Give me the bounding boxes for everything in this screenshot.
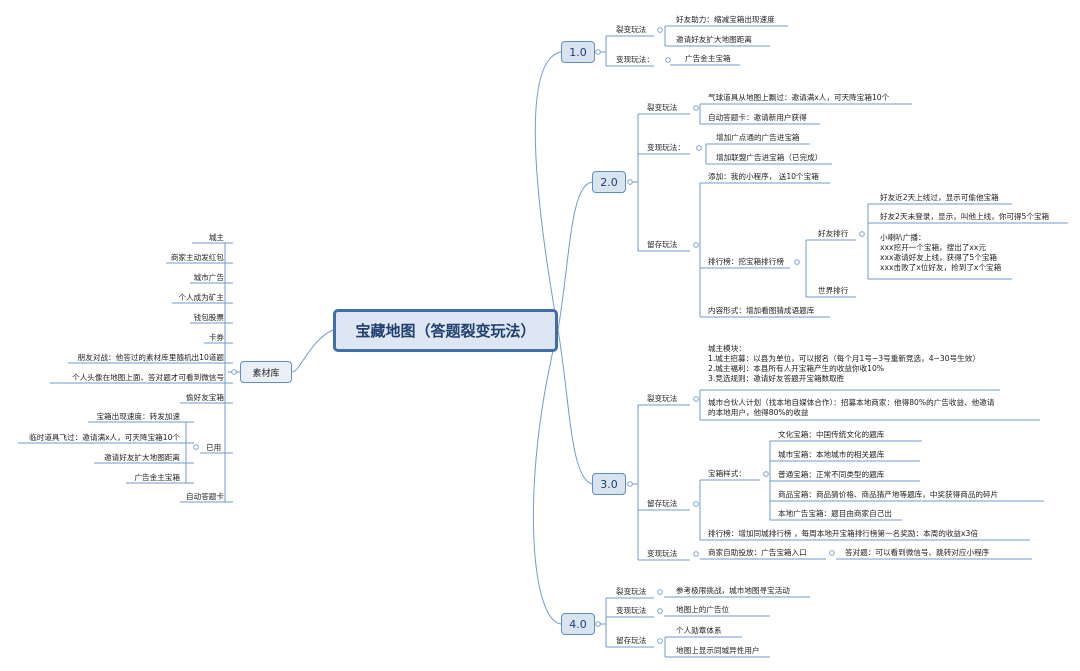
collapse-toggle-icon[interactable] — [829, 550, 835, 556]
branch-line-v4 — [532, 329, 562, 625]
collapse-toggle-icon[interactable] — [794, 259, 800, 265]
v3-box-style-item[interactable]: 本地广告宝箱：题目由商家自己出 — [778, 509, 892, 518]
v1-fission-item[interactable]: 好友助力：缩减宝箱出现速度 — [676, 15, 775, 24]
v3-box-style-item[interactable]: 城市宝箱：本地城市的相关题库 — [778, 450, 885, 459]
collapse-toggle-icon[interactable] — [231, 369, 237, 375]
collapse-toggle-icon[interactable] — [627, 481, 633, 487]
v2-monetize-label[interactable]: 变现玩法： — [647, 143, 685, 152]
collapse-toggle-icon[interactable] — [763, 471, 769, 477]
v2-monetize-item[interactable]: 增加联盟广告进宝箱（已完成） — [716, 153, 823, 162]
collapse-toggle-icon[interactable] — [693, 551, 699, 557]
collapse-toggle-icon[interactable] — [657, 27, 663, 33]
branch-line-v2 — [557, 181, 593, 331]
branch-line-v3 — [557, 329, 593, 485]
collapse-toggle-icon[interactable] — [193, 444, 199, 450]
v2-fission-item[interactable]: 自动答题卡：邀请新用户获得 — [708, 113, 807, 122]
v2-retain-label[interactable]: 留存玩法 — [647, 240, 678, 249]
v3-retain-label[interactable]: 留存玩法 — [647, 499, 678, 508]
v2-broadcast-item[interactable]: 小喇叭广播： xxx挖开一个宝箱，搜出了xx元 xxx邀请好友上线，获得了5个宝… — [880, 233, 1002, 272]
v4-retain-item[interactable]: 地图上显示同城异性用户 — [676, 646, 760, 655]
library-item[interactable]: 商家主动发红包 — [170, 253, 224, 262]
collapse-toggle-icon[interactable] — [657, 608, 663, 614]
collapse-toggle-icon[interactable] — [657, 638, 663, 644]
used-item[interactable]: 邀请好友扩大地图距离 — [104, 453, 180, 462]
collapse-toggle-icon[interactable] — [595, 49, 601, 55]
collapse-toggle-icon[interactable] — [693, 105, 699, 111]
collapse-toggle-icon[interactable] — [595, 621, 601, 627]
v3-fission-label[interactable]: 裂变玩法 — [647, 394, 678, 403]
v2-fission-item[interactable]: 气球道具从地图上飘过：邀请满x人，可天降宝箱10个 — [708, 93, 890, 102]
v4-fission-item[interactable]: 参考极限挑战，城市地图寻宝活动 — [676, 586, 790, 595]
root-node[interactable]: 宝藏地图（答题裂变玩法） — [333, 309, 558, 352]
used-item[interactable]: 宝箱出现速度：转发加速 — [96, 412, 180, 421]
used-item[interactable]: 临时道具飞过：邀请满x人，可天降宝箱10个 — [29, 433, 180, 442]
v3-city-lord-item[interactable]: 城主模块： 1.城主招募：以县为单位，可以报名（每个月1号~3号重新竞选，4~3… — [708, 344, 980, 383]
library-item[interactable]: 城主 — [208, 233, 224, 242]
v3-monetize-label[interactable]: 变现玩法 — [647, 549, 678, 558]
v4-retain-label[interactable]: 留存玩法 — [616, 636, 647, 645]
library-item[interactable]: 钱包股票 — [193, 313, 224, 322]
collapse-toggle-icon[interactable] — [693, 242, 699, 248]
collapse-toggle-icon[interactable] — [657, 589, 663, 595]
library-item[interactable]: 个人成为矿主 — [178, 293, 224, 302]
v3-monetize-sub[interactable]: 答对题：可以看到微信号、跳转对应小程序 — [845, 548, 990, 557]
library-item[interactable]: 城市广告 — [193, 273, 224, 282]
branch-line-library — [291, 329, 334, 373]
version-1-node[interactable]: 1.0 — [561, 41, 595, 63]
version-3-node[interactable]: 3.0 — [592, 473, 626, 495]
library-item[interactable]: 朋友对战：他答过的素材库里随机出10道题 — [77, 353, 224, 362]
v1-fission-label[interactable]: 裂变玩法 — [616, 25, 647, 34]
v1-monetize-label[interactable]: 变现玩法： — [616, 55, 654, 64]
v3-box-style-item[interactable]: 商品宝箱：商品猜价格、商品猜产地等题库，中奖获得商品的碎片 — [778, 490, 999, 499]
v2-rank-label[interactable]: 排行榜：挖宝箱排行榜 — [708, 257, 784, 266]
v3-rank-item[interactable]: 排行榜：增加同城排行榜 ，每周本地开宝箱排行榜第一名奖励：本周的收益x3倍 — [708, 529, 978, 538]
collapse-toggle-icon[interactable] — [696, 145, 702, 151]
v4-fission-label[interactable]: 裂变玩法 — [616, 587, 647, 596]
library-item[interactable]: 个人头像在地图上面、答对题才可看到微信号 — [72, 373, 224, 382]
v3-monetize-item[interactable]: 商家自助投放：广告宝箱入口 — [708, 548, 807, 557]
material-library-node[interactable]: 素材库 — [240, 361, 292, 383]
v2-monetize-item[interactable]: 增加广点通的广告进宝箱 — [716, 133, 800, 142]
collapse-toggle-icon[interactable] — [693, 501, 699, 507]
v2-friend-rank-item[interactable]: 好友近2天上线过，显示可偷他宝箱 — [880, 193, 999, 202]
library-item[interactable]: 自动答题卡 — [186, 492, 224, 501]
v2-retain-add[interactable]: 添加：我的小程序， 送10个宝箱 — [708, 172, 819, 181]
library-item[interactable]: 偷好友宝箱 — [186, 393, 224, 402]
version-2-node[interactable]: 2.0 — [592, 171, 626, 193]
branch-line-v1 — [534, 51, 562, 331]
v4-monetize-label[interactable]: 变现玩法 — [616, 606, 647, 615]
v3-box-styles-label[interactable]: 宝箱样式： — [708, 469, 746, 478]
library-item[interactable]: 卡券 — [208, 333, 224, 342]
v4-monetize-item[interactable]: 地图上的广告位 — [676, 605, 730, 614]
v3-box-style-item[interactable]: 文化宝箱：中国传统文化的题库 — [778, 430, 885, 439]
v3-box-style-item[interactable]: 普通宝箱：正常不同类型的题库 — [778, 470, 885, 479]
collapse-toggle-icon[interactable] — [693, 396, 699, 402]
v1-monetize-item[interactable]: 广告金主宝箱 — [685, 54, 731, 63]
used-item[interactable]: 广告金主宝箱 — [134, 473, 180, 482]
library-used-node[interactable]: 已用 — [206, 443, 222, 452]
version-4-node[interactable]: 4.0 — [561, 613, 595, 635]
collapse-toggle-icon[interactable] — [627, 179, 633, 185]
v3-city-partner-item[interactable]: 城市合伙人计划（找本地自媒体合作）：招募本地商家：他得80%的广告收益、他邀请 … — [708, 398, 995, 417]
collapse-toggle-icon[interactable] — [859, 231, 865, 237]
v2-friend-rank-item[interactable]: 好友2天未登录，显示，叫他上线，你可得5个宝箱 — [880, 212, 1050, 221]
v2-friend-rank-label[interactable]: 好友排行 — [818, 229, 849, 238]
v4-retain-item[interactable]: 个人勋章体系 — [676, 626, 722, 635]
v1-fission-item[interactable]: 邀请好友扩大地图距离 — [676, 35, 752, 44]
collapse-toggle-icon[interactable] — [665, 57, 671, 63]
v2-world-rank-label[interactable]: 世界排行 — [818, 286, 849, 295]
v2-retain-content[interactable]: 内容形式：增加看图猜成语题库 — [708, 306, 815, 315]
v2-fission-label[interactable]: 裂变玩法 — [647, 103, 678, 112]
